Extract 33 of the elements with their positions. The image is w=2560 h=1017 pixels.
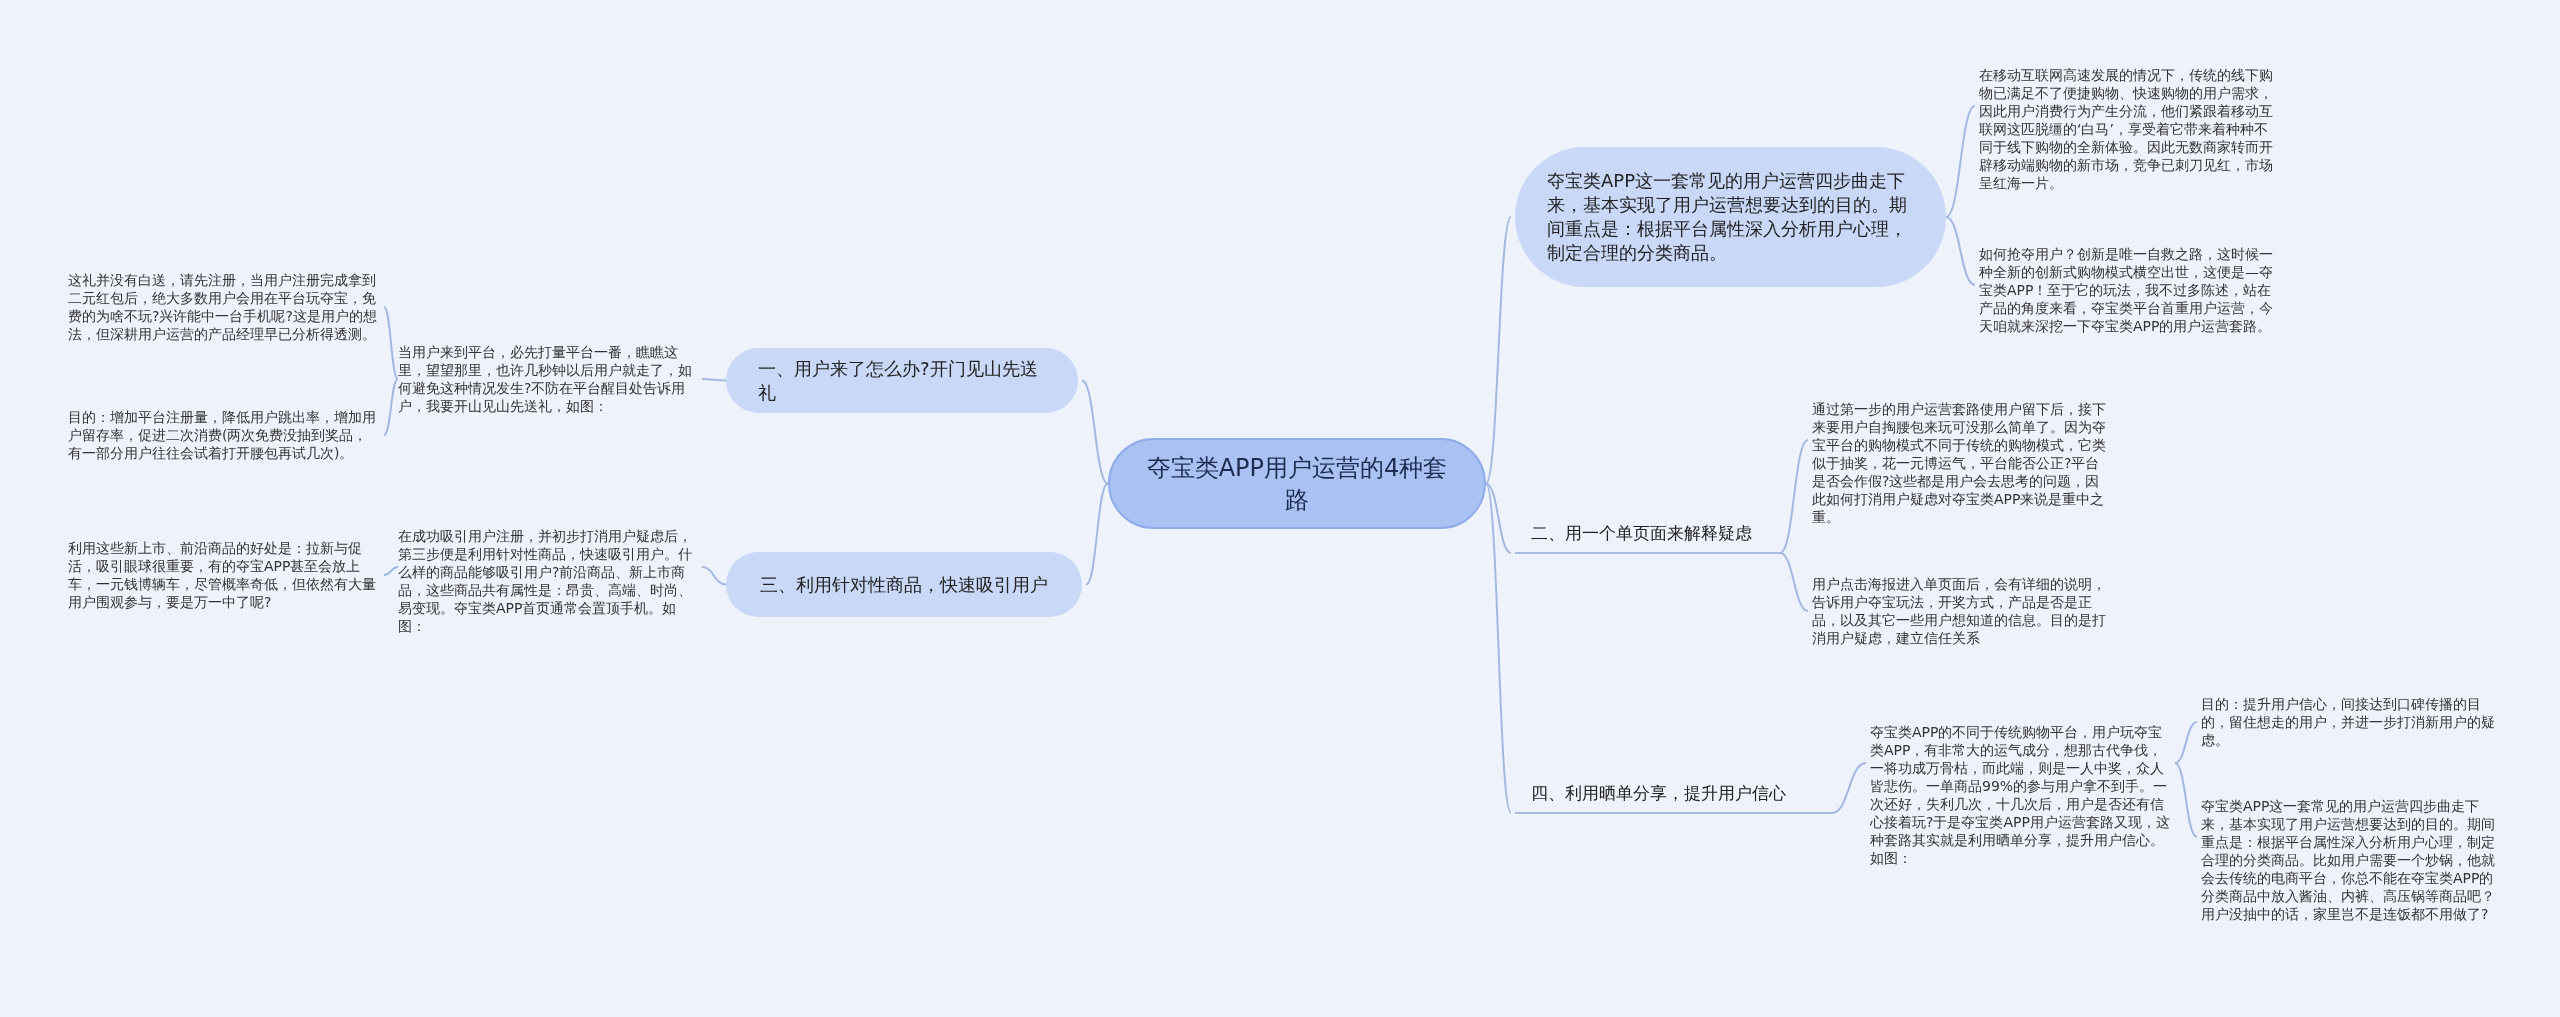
connector: [1831, 762, 1867, 814]
connector: [383, 378, 399, 436]
topic-text: 一、用户来了怎么办?开门见山先送礼: [758, 356, 1039, 405]
connector: [701, 378, 727, 382]
connector: [383, 306, 399, 380]
topic-text: 四、利用晒单分享，提升用户信心: [1515, 782, 1832, 814]
connector: [1779, 439, 1809, 554]
note-text: 利用这些新上市、前沿商品的好处是：拉新与促活，吸引眼球很重要，有的夺宝APP甚至会放上车，一元钱博辆车，尽管概率奇低，但依然有大量用户围观参与，要是万一中了呢?: [68, 539, 380, 611]
note-text: 在移动互联网高速发展的情况下，传统的线下购物已满足不了便捷购物、快速购物的用户需求，因此用户消费行为产生分流，他们紧跟着移动互联网这匹脱缰的‘白马’，享受着它带来着种种不同于线下购物的全新体验。因此无数商家转而开辟移动端购物的新市场，竞争已刺刀见红，市场呈红海一片。: [1979, 66, 2279, 192]
topic-text: 夺宝类APP用户运营的4种套路: [1145, 452, 1449, 516]
note-text: 这礼并没有白送，请先注册，当用户注册完成拿到二元红包后，绝大多数用户会用在平台玩夺宝，免费的为啥不玩?兴许能中一台手机呢?这是用户的想法，但深耕用户运营的产品经理早已分析得透测。: [68, 271, 380, 343]
connector: [2174, 721, 2198, 764]
topic-text: 三、利用针对性商品，快速吸引用户: [760, 572, 1048, 597]
connector: [1485, 482, 1512, 554]
topic-text: 二、用一个单页面来解释疑虑: [1515, 522, 1780, 554]
note-text: 夺宝类APP这一套常见的用户运营四步曲走下来，基本实现了用户运营想要达到的目的。期间重点是：根据平台属性深入分析用户心理，制定合理的分类商品。比如用户需要一个炒锅，他就会去传统的电商平台，你总不能在夺宝类APP的分类商品中放入酱油、内裤、高压锅等商品吧？用户没抽中的话，家里岂不是连饭都不用做了?: [2201, 797, 2506, 923]
note-text: 目的：提升用户信心，间接达到口碑传播的目的，留住想走的用户，并进一步打消新用户的疑虑。: [2201, 695, 2506, 749]
note-text: 如何抢夺用户？创新是唯一自救之路，这时候一种全新的创新式购物模式横空出世，这便是—夺宝类APP！至于它的玩法，我不过多陈述，站在产品的角度来看，夺宝类平台首重用户运营，今天咱就来深挖一下夺宝类APP的用户运营套路。: [1979, 245, 2279, 335]
note-text: 通过第一步的用户运营套路使用户留下后，接下来要用户自掏腰包来玩可没那么简单了。因为夺宝平台的购物模式不同于传统的购物模式，它类似于抽奖，花一元博运气，平台能否公正?平台是否会作假?这些都是用户会去思考的问题，因此如何打消用户疑虑对夺宝类APP来说是重中之重。: [1812, 400, 2112, 526]
connector: [2174, 762, 2198, 838]
connector: [1485, 216, 1512, 485]
connector: [1779, 552, 1809, 612]
connector: [1945, 105, 1976, 218]
connector: [1081, 379, 1109, 485]
note-text: 夺宝类APP的不同于传统购物平台，用户玩夺宝类APP，有非常大的运气成分，想那古代争伐，一将功成万骨枯，而此端，则是一人中奖，众人皆悲伤。一单商品99%的参与用户拿不到手。一次还好，失利几次，十几次后，用户是否还有信心接着玩?于是夺宝类APP用户运营套路又现，这种套路其实就是利用晒单分享，提升用户信心。如图：: [1870, 723, 2175, 867]
note-text: 在成功吸引用户注册，并初步打消用户疑虑后，第三步便是利用针对性商品，快速吸引用户。什么样的商品能够吸引用户?前沿商品、新上市商品，这些商品共有属性是：昂贵、高端、时尚、易变现。夺宝类APP首页通常会置顶手机。如图：: [398, 527, 698, 635]
connector: [1945, 216, 1976, 286]
connector: [383, 566, 399, 576]
topic-text: 夺宝类APP这一套常见的用户运营四步曲走下来，基本实现了用户运营想要达到的目的。期间重点是：根据平台属性深入分析用户心理，制定合理的分类商品。: [1547, 169, 1908, 265]
connector: [701, 566, 727, 586]
note-text: 用户点击海报进入单页面后，会有详细的说明，告诉用户夺宝玩法，开奖方式，产品是否是正品，以及其它一些用户想知道的信息。目的是打消用户疑虑，建立信任关系: [1812, 575, 2112, 647]
note-text: 当用户来到平台，必先打量平台一番，瞧瞧这里，望望那里，也许几秒钟以后用户就走了，如何避免这种情况发生?不防在平台醒目处告诉用户，我要开山见山先送礼，如图：: [398, 343, 698, 415]
note-text: 目的：增加平台注册量，降低用户跳出率，增加用户留存率，促进二次消费(两次免费没抽到奖品，有一部分用户往往会试着打开腰包再试几次)。: [68, 408, 380, 462]
